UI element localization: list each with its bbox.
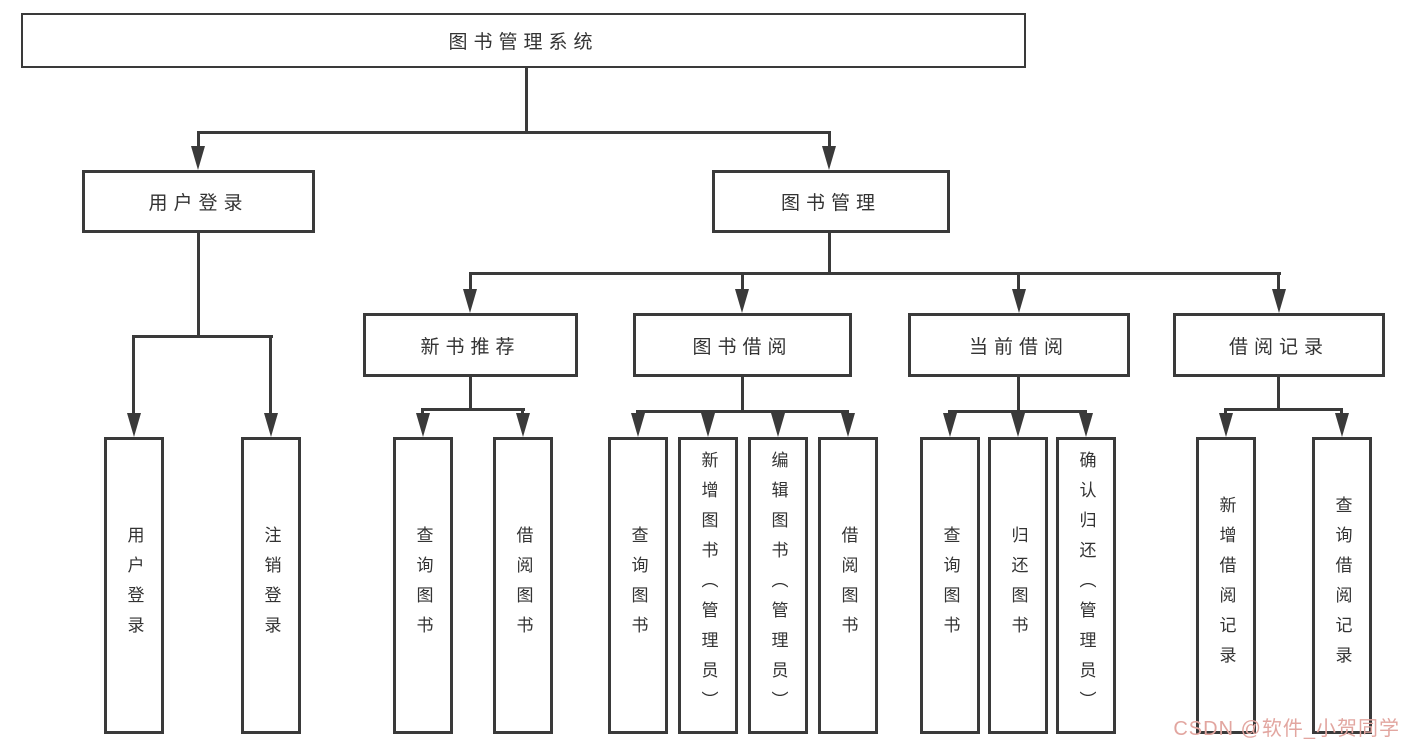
arrow-down-icon bbox=[416, 413, 430, 437]
connector-user-login-stub bbox=[197, 233, 200, 337]
connector-drop bbox=[521, 408, 524, 416]
node-new-book-recommend-label: 新书推荐 bbox=[420, 336, 521, 358]
arrow-down-icon bbox=[1011, 413, 1025, 437]
connector-level2-branch bbox=[469, 272, 1281, 275]
leaf-label: 新增图书（管理员） bbox=[698, 450, 718, 721]
leaf-label: 注销登录 bbox=[261, 525, 281, 646]
arrow-down-icon bbox=[264, 413, 278, 437]
connector-drop-login bbox=[132, 335, 135, 415]
connector-root-stub bbox=[525, 68, 528, 132]
arrow-down-icon bbox=[127, 413, 141, 437]
leaf-borrow-books: 借阅图书 bbox=[818, 437, 878, 734]
node-library-system-label: 图书管理系统 bbox=[448, 32, 599, 53]
leaf-query-books: 查询图书 bbox=[920, 437, 980, 734]
arrow-down-icon bbox=[1272, 289, 1286, 313]
leaf-user-login: 用户登录 bbox=[104, 437, 164, 734]
leaf-query-books: 查询图书 bbox=[608, 437, 668, 734]
leaf-add-borrow-record: 新增借阅记录 bbox=[1196, 437, 1256, 734]
leaf-label: 用户登录 bbox=[124, 525, 144, 646]
node-library-system: 图书管理系统 bbox=[21, 13, 1026, 68]
connector-drop-logout bbox=[269, 335, 272, 415]
connector-drop-new-book bbox=[469, 272, 472, 292]
leaf-label: 查询图书 bbox=[628, 525, 648, 646]
connector-user-login-branch bbox=[132, 335, 273, 338]
leaf-confirm-return-admin: 确认归还（管理员） bbox=[1056, 437, 1116, 734]
connector-drop-book-management bbox=[828, 131, 831, 150]
leaf-logout: 注销登录 bbox=[241, 437, 301, 734]
leaf-label: 查询图书 bbox=[413, 525, 433, 646]
leaf-label: 确认归还（管理员） bbox=[1076, 450, 1096, 721]
arrow-down-icon bbox=[1335, 413, 1349, 437]
arrow-down-icon bbox=[1012, 289, 1026, 313]
connector-borrow-record-stub bbox=[1277, 377, 1280, 410]
node-current-borrow: 当前借阅 bbox=[908, 313, 1130, 377]
arrow-down-icon bbox=[463, 289, 477, 313]
leaf-label: 借阅图书 bbox=[513, 525, 533, 646]
leaf-return-books: 归还图书 bbox=[988, 437, 1048, 734]
arrow-down-icon bbox=[822, 146, 836, 170]
arrow-down-icon bbox=[771, 413, 785, 437]
connector-new-book-branch bbox=[421, 408, 525, 411]
connector-borrow-record-branch bbox=[1224, 408, 1343, 411]
connector-drop-current-borrow bbox=[1017, 272, 1020, 292]
node-book-borrow-label: 图书借阅 bbox=[692, 336, 793, 358]
node-user-login: 用户登录 bbox=[82, 170, 315, 233]
connector-book-borrow-branch bbox=[636, 410, 849, 413]
leaf-label: 查询图书 bbox=[940, 525, 960, 646]
connector-drop bbox=[1340, 408, 1343, 416]
node-new-book-recommend: 新书推荐 bbox=[363, 313, 578, 377]
node-book-management-label: 图书管理 bbox=[780, 193, 881, 214]
node-book-borrow: 图书借阅 bbox=[633, 313, 852, 377]
csdn-watermark: CSDN @软件_小贺同学 bbox=[1173, 718, 1400, 740]
leaf-label: 新增借阅记录 bbox=[1216, 495, 1236, 676]
arrow-down-icon bbox=[735, 289, 749, 313]
leaf-label: 编辑图书（管理员） bbox=[768, 450, 788, 721]
arrow-down-icon bbox=[841, 413, 855, 437]
leaf-label: 归还图书 bbox=[1008, 525, 1028, 646]
connector-book-borrow-stub bbox=[741, 377, 744, 412]
node-borrow-record: 借阅记录 bbox=[1173, 313, 1385, 377]
connector-current-borrow-stub bbox=[1017, 377, 1020, 412]
leaf-label: 借阅图书 bbox=[838, 525, 858, 646]
node-borrow-record-label: 借阅记录 bbox=[1228, 336, 1329, 358]
node-book-management: 图书管理 bbox=[712, 170, 950, 233]
arrow-down-icon bbox=[191, 146, 205, 170]
arrow-down-icon bbox=[1079, 413, 1093, 437]
arrow-down-icon bbox=[1219, 413, 1233, 437]
arrow-down-icon bbox=[516, 413, 530, 437]
arrow-down-icon bbox=[943, 413, 957, 437]
connector-level1-branch bbox=[197, 131, 831, 134]
leaf-add-books-admin: 新增图书（管理员） bbox=[678, 437, 738, 734]
leaf-edit-books-admin: 编辑图书（管理员） bbox=[748, 437, 808, 734]
connector-drop-borrow-record bbox=[1277, 272, 1280, 292]
arrow-down-icon bbox=[631, 413, 645, 437]
node-current-borrow-label: 当前借阅 bbox=[968, 336, 1069, 358]
connector-new-book-stub bbox=[469, 377, 472, 410]
connector-drop bbox=[1224, 408, 1227, 416]
connector-book-management-stub bbox=[828, 233, 831, 274]
leaf-borrow-books: 借阅图书 bbox=[493, 437, 553, 734]
node-user-login-label: 用户登录 bbox=[148, 193, 249, 214]
leaf-query-books: 查询图书 bbox=[393, 437, 453, 734]
connector-drop-user-login bbox=[197, 131, 200, 150]
arrow-down-icon bbox=[701, 413, 715, 437]
connector-drop bbox=[421, 408, 424, 416]
connector-drop-book-borrow bbox=[741, 272, 744, 292]
leaf-label: 查询借阅记录 bbox=[1332, 495, 1352, 676]
leaf-query-borrow-record: 查询借阅记录 bbox=[1312, 437, 1372, 734]
